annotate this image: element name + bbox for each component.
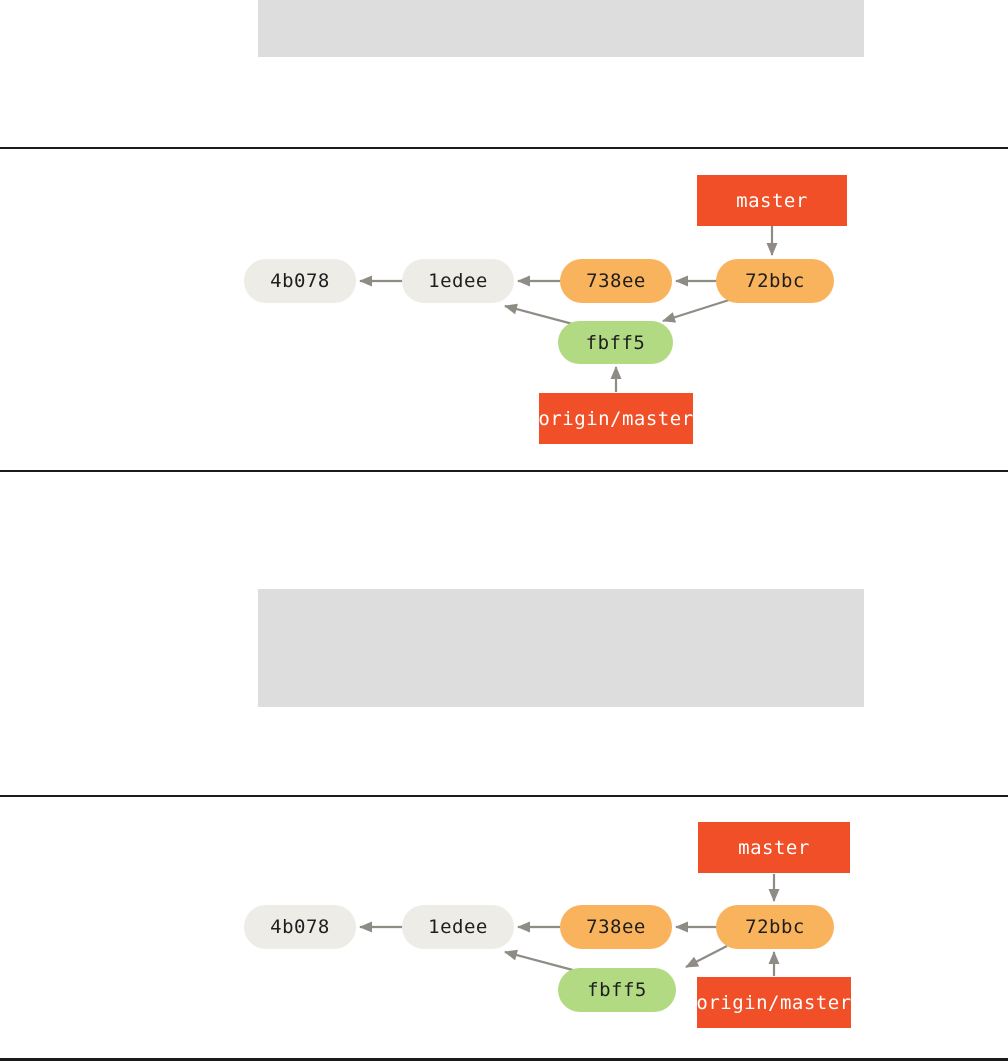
arrow-72bbc-to-fbff5: [685, 945, 728, 968]
commit-node-4b078: 4b078: [244, 259, 356, 303]
commit-node-738ee: 738ee: [560, 259, 672, 303]
section-divider: [0, 795, 1008, 797]
commit-node-1edee: 1edee: [402, 905, 514, 949]
commit-node-4b078: 4b078: [244, 905, 356, 949]
branch-label-master: master: [698, 822, 850, 873]
branch-label-origin-master: origin/master: [696, 977, 852, 1028]
code-block-placeholder-middle: [258, 589, 864, 707]
section-divider: [0, 470, 1008, 472]
commit-hash: 72bbc: [745, 916, 805, 938]
commit-hash: fbff5: [585, 331, 646, 354]
commit-hash: 1edee: [428, 916, 488, 938]
commit-node-72bbc: 72bbc: [716, 259, 834, 303]
arrow-72bbc-to-fbff5: [662, 298, 730, 323]
page-bottom-rule: [0, 1058, 1008, 1061]
branch-label-text: origin/master: [696, 991, 852, 1014]
branch-label-origin-master: origin/master: [538, 393, 694, 444]
commit-node-fbff5: fbff5: [558, 321, 673, 364]
section-divider: [0, 147, 1008, 149]
branch-label-master: master: [697, 175, 847, 226]
commit-hash: fbff5: [587, 979, 647, 1001]
branch-label-text: origin/master: [538, 407, 694, 430]
commit-node-fbff5: fbff5: [558, 968, 676, 1012]
branch-label-text: master: [738, 836, 810, 859]
commit-hash: 738ee: [586, 270, 646, 292]
code-block-placeholder-top: [258, 0, 864, 57]
commit-hash: 72bbc: [745, 270, 805, 292]
commit-node-72bbc: 72bbc: [716, 905, 834, 949]
branch-label-text: master: [736, 189, 808, 212]
commit-hash: 4b078: [270, 916, 330, 938]
commit-hash: 4b078: [270, 270, 330, 292]
commit-node-1edee: 1edee: [402, 259, 514, 303]
commit-node-738ee: 738ee: [560, 905, 672, 949]
commit-hash: 738ee: [586, 916, 646, 938]
commit-hash: 1edee: [428, 270, 488, 292]
